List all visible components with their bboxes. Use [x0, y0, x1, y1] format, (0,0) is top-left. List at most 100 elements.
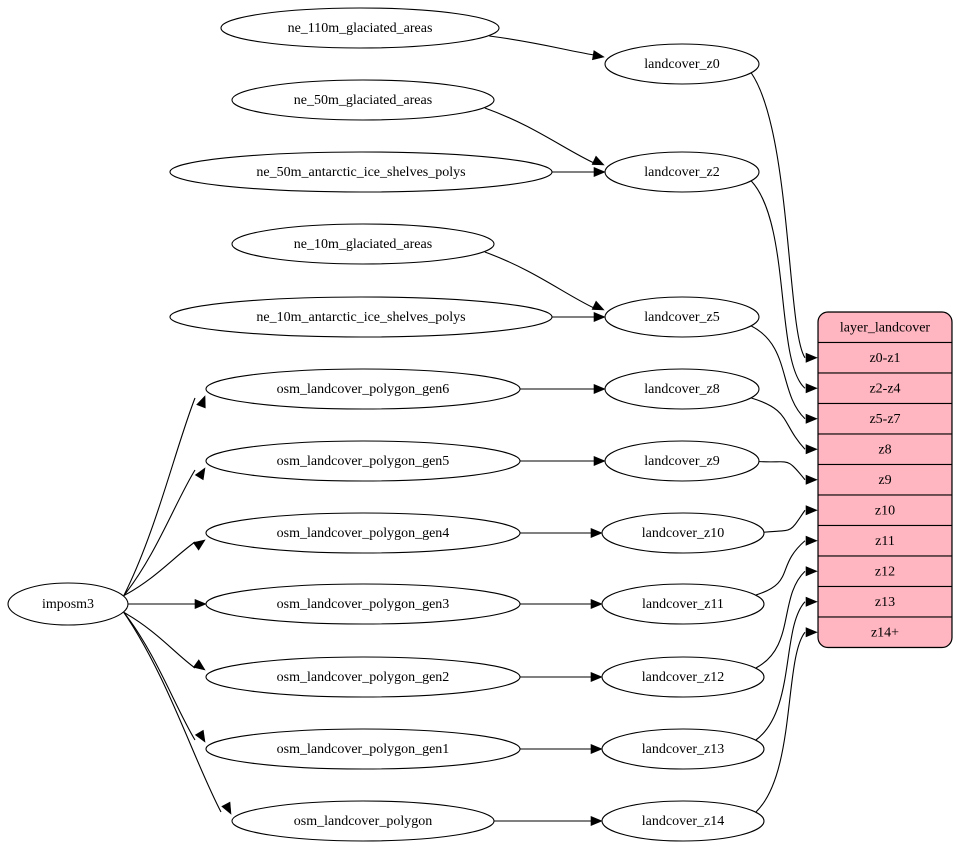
table-cell-z2-z4[interactable]: [818, 372, 952, 405]
node-osm_landcover_polygon_gen5[interactable]: osm_landcover_polygon_gen5: [205, 440, 521, 482]
node-ne_10m_glaciated_areas[interactable]: ne_10m_glaciated_areas: [231, 223, 495, 265]
landcover_z0-shape[interactable]: [604, 43, 760, 85]
table-header-row[interactable]: layer_landcover: [818, 312, 952, 344]
edge-landcover_z10-to-z10: [755, 505, 818, 534]
node-landcover_z10[interactable]: landcover_z10: [601, 512, 765, 554]
edge-landcover_z5-to-z5-z7: [751, 325, 818, 424]
table-cell-z5-z7[interactable]: [818, 402, 952, 435]
node-ne_50m_antarctic_ice_shelves_polys[interactable]: ne_50m_antarctic_ice_shelves_polys: [169, 151, 553, 193]
edge-landcover_z0-to-z0-z1: [750, 72, 818, 363]
edge-imposm3-to-osm_landcover_polygon_gen4: [123, 539, 206, 597]
edge-landcover_z8-to-z8: [751, 397, 818, 455]
table-cell-z0-z1[interactable]: [818, 341, 952, 374]
node-ne_50m_glaciated_areas[interactable]: ne_50m_glaciated_areas: [231, 79, 495, 121]
landcover_z11-shape[interactable]: [601, 583, 765, 625]
landcover_z9-shape[interactable]: [604, 440, 760, 482]
landcover_z14-shape[interactable]: [601, 800, 765, 842]
node-landcover_z2[interactable]: landcover_z2: [604, 151, 760, 193]
table-cell-z12[interactable]: [818, 555, 952, 588]
ne_110m_glaciated_areas-shape[interactable]: [220, 7, 500, 49]
edge-osm_landcover_polygon_gen5-to-landcover_z9: [520, 455, 606, 467]
osm_landcover_polygon_gen2-shape[interactable]: [205, 656, 521, 698]
node-osm_landcover_polygon_gen3[interactable]: osm_landcover_polygon_gen3: [205, 583, 521, 625]
node-landcover_z5[interactable]: landcover_z5: [604, 296, 760, 338]
osm_landcover_polygon_gen3-shape[interactable]: [205, 583, 521, 625]
table-row-z2-z4[interactable]: z2-z4: [818, 372, 952, 405]
table-row-z12[interactable]: z12: [818, 555, 952, 588]
node-ne_110m_glaciated_areas[interactable]: ne_110m_glaciated_areas: [220, 7, 500, 49]
edge-landcover_z11-to-z11: [755, 535, 818, 596]
edges-layer: [123, 35, 818, 827]
edge-ne_10m_glaciated_areas-to-landcover_z5: [484, 251, 605, 311]
landcover_z10-shape[interactable]: [601, 512, 765, 554]
ne_50m_glaciated_areas-shape[interactable]: [231, 79, 495, 121]
table-cell-z10[interactable]: [818, 494, 952, 527]
table-cell-z11[interactable]: [818, 524, 952, 557]
osm_landcover_polygon_gen1-shape[interactable]: [205, 728, 521, 770]
imposm3-shape[interactable]: [7, 582, 129, 626]
edge-ne_110m_glaciated_areas-to-landcover_z0: [489, 35, 605, 61]
ne_10m_glaciated_areas-shape[interactable]: [231, 223, 495, 265]
landcover_z8-shape[interactable]: [604, 368, 760, 410]
node-landcover_z11[interactable]: landcover_z11: [601, 583, 765, 625]
nodes-layer: imposm3 ne_110m_glaciated_areas ne_50m_gla…: [7, 7, 765, 842]
ne_50m_antarctic_ice_shelves_polys-shape[interactable]: [169, 151, 553, 193]
table-rows-group: layer_landcoverz0-z1z2-z4z5-z7z8z9z10z11…: [818, 312, 952, 648]
landcover_z12-shape[interactable]: [601, 656, 765, 698]
node-landcover_z12[interactable]: landcover_z12: [601, 656, 765, 698]
layer-landcover-table[interactable]: layer_landcoverz0-z1z2-z4z5-z7z8z9z10z11…: [817, 311, 953, 649]
landcover_z2-shape[interactable]: [604, 151, 760, 193]
osm_landcover_polygon_gen5-shape[interactable]: [205, 440, 521, 482]
edge-osm_landcover_polygon_gen4-to-landcover_z10: [520, 527, 603, 539]
table-row-z13[interactable]: z13: [818, 585, 952, 618]
node-imposm3[interactable]: imposm3: [7, 582, 129, 626]
landcover_z13-shape[interactable]: [601, 728, 765, 770]
osm_landcover_polygon_gen6-shape[interactable]: [205, 368, 521, 410]
node-landcover_z0[interactable]: landcover_z0: [604, 43, 760, 85]
node-osm_landcover_polygon[interactable]: osm_landcover_polygon: [231, 800, 495, 842]
edge-landcover_z12-to-z12: [755, 566, 818, 669]
table-header-cell[interactable]: [818, 312, 952, 344]
osm_landcover_polygon-shape[interactable]: [231, 800, 495, 842]
node-landcover_z8[interactable]: landcover_z8: [604, 368, 760, 410]
edge-osm_landcover_polygon_gen1-to-landcover_z13: [520, 743, 603, 755]
table-cell-z8[interactable]: [818, 433, 952, 466]
table-row-z0-z1[interactable]: z0-z1: [818, 341, 952, 374]
table-cell-z14+[interactable]: [818, 616, 952, 648]
table-row-z8[interactable]: z8: [818, 433, 952, 466]
edge-osm_landcover_polygon_gen3-to-landcover_z11: [520, 598, 603, 610]
edge-landcover_z13-to-z13: [755, 596, 818, 741]
node-osm_landcover_polygon_gen4[interactable]: osm_landcover_polygon_gen4: [205, 512, 521, 554]
table-cell-z13[interactable]: [818, 585, 952, 618]
node-landcover_z9[interactable]: landcover_z9: [604, 440, 760, 482]
osm_landcover_polygon_gen4-shape[interactable]: [205, 512, 521, 554]
edge-landcover_z2-to-z2-z4: [750, 180, 818, 394]
edge-imposm3-to-osm_landcover_polygon_gen5: [123, 467, 206, 596]
edge-imposm3-to-osm_landcover_polygon_gen3: [128, 598, 207, 610]
table-cell-z9[interactable]: [818, 463, 952, 496]
node-osm_landcover_polygon_gen1[interactable]: osm_landcover_polygon_gen1: [205, 728, 521, 770]
node-osm_landcover_polygon_gen6[interactable]: osm_landcover_polygon_gen6: [205, 368, 521, 410]
ne_10m_antarctic_ice_shelves_polys-shape[interactable]: [169, 296, 553, 338]
edge-osm_landcover_polygon_gen2-to-landcover_z12: [520, 671, 603, 683]
table-row-z11[interactable]: z11: [818, 524, 952, 557]
landcover_z5-shape[interactable]: [604, 296, 760, 338]
node-ne_10m_antarctic_ice_shelves_polys[interactable]: ne_10m_antarctic_ice_shelves_polys: [169, 296, 553, 338]
node-landcover_z14[interactable]: landcover_z14: [601, 800, 765, 842]
table-row-z10[interactable]: z10: [818, 494, 952, 527]
table-row-z9[interactable]: z9: [818, 463, 952, 496]
edge-imposm3-to-osm_landcover_polygon_gen6: [123, 395, 206, 596]
table-row-z14+[interactable]: z14+: [818, 616, 952, 648]
edge-ne_50m_antarctic_ice_shelves_polys-to-landcover_z2: [552, 166, 606, 178]
node-landcover_z13[interactable]: landcover_z13: [601, 728, 765, 770]
edge-imposm3-to-osm_landcover_polygon_gen1: [123, 612, 206, 743]
edge-osm_landcover_polygon-to-landcover_z14: [494, 815, 603, 827]
edge-landcover_z9-to-z9: [751, 460, 818, 485]
edge-osm_landcover_polygon_gen6-to-landcover_z8: [520, 383, 606, 395]
node-osm_landcover_polygon_gen2[interactable]: osm_landcover_polygon_gen2: [205, 656, 521, 698]
edge-landcover_z14-to-z14+: [755, 627, 818, 813]
table-row-z5-z7[interactable]: z5-z7: [818, 402, 952, 435]
edge-ne_50m_glaciated_areas-to-landcover_z2: [484, 107, 605, 166]
